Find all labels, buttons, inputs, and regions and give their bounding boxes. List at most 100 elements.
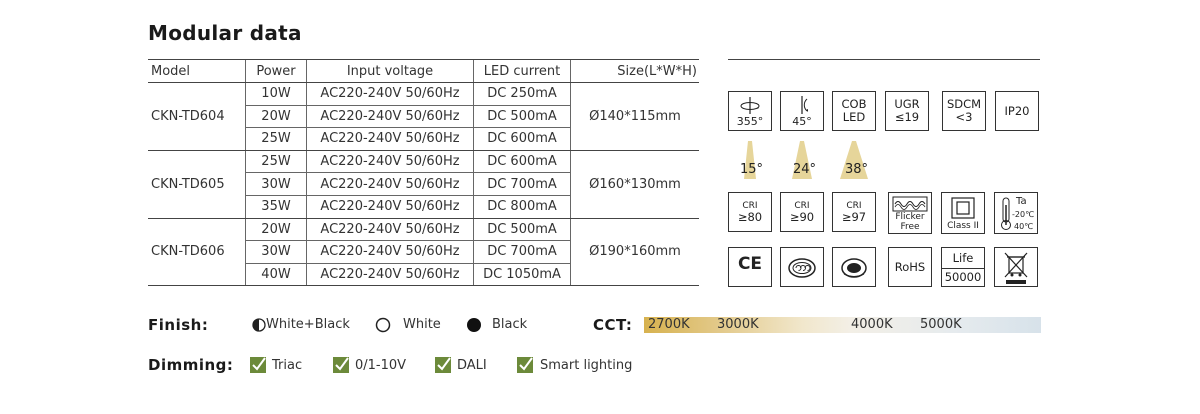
- check-icon: [519, 357, 533, 371]
- table-row: 30W AC220-240V 50/60Hz DC 700mA: [148, 172, 699, 196]
- input-cell: AC220-240V 50/60Hz: [306, 195, 474, 219]
- rotation-angle: 355°: [736, 115, 764, 128]
- cri-90-box: CRI ≥90: [780, 192, 824, 232]
- table-row: 30W AC220-240V 50/60Hz DC 700mA: [148, 240, 699, 264]
- triac-checkbox[interactable]: [250, 357, 266, 373]
- dali-checkbox[interactable]: [435, 357, 451, 373]
- beam-15-label: 15°: [740, 162, 764, 177]
- power-cell: 35W: [245, 195, 307, 219]
- ip-rating-box: IP20: [995, 91, 1039, 131]
- rohs-label: RoHS: [894, 260, 926, 274]
- ccc-icon: [788, 258, 816, 278]
- cct-4000k: 4000K: [851, 317, 893, 332]
- life-label: Life: [952, 251, 974, 265]
- beam-angle-38: 38°: [832, 141, 876, 181]
- power-cell: 25W: [245, 127, 307, 151]
- power-cell: 40W: [245, 263, 307, 287]
- cct-2700k: 2700K: [648, 317, 690, 332]
- icons-top-divider: [728, 59, 1040, 60]
- cri-80-box: CRI ≥80: [728, 192, 772, 232]
- dimming-option-smart-lighting: Smart lighting: [540, 358, 633, 373]
- flicker-wave-icon: [892, 196, 928, 212]
- table-header-row: Model Power Input voltage LED current Si…: [148, 59, 699, 83]
- table-row: 20W AC220-240V 50/60Hz DC 500mA: [148, 105, 699, 129]
- input-cell: AC220-240V 50/60Hz: [306, 240, 474, 264]
- check-icon: [335, 357, 349, 371]
- saa-icon: [841, 258, 867, 278]
- table-row: 35W AC220-240V 50/60Hz DC 800mA: [148, 195, 699, 219]
- header-model: Model: [148, 59, 246, 83]
- weee-bin-icon: [1004, 252, 1028, 284]
- ambient-temp-box: Ta -20℃ 40℃: [994, 192, 1038, 234]
- input-cell: AC220-240V 50/60Hz: [306, 172, 474, 196]
- beam-angle-15: 15°: [728, 141, 772, 181]
- size-cell: Ø160*130mm: [570, 150, 699, 219]
- finish-label: Finish:: [148, 316, 209, 334]
- free-label: Free: [900, 222, 920, 232]
- beam-24-icon: [792, 141, 812, 179]
- half-circle-icon: [252, 318, 266, 332]
- cct-5000k: 5000K: [920, 317, 962, 332]
- size-cell: Ø190*160mm: [570, 218, 699, 287]
- led-cell: DC 700mA: [473, 172, 571, 196]
- tilt-icon: [801, 96, 808, 114]
- cob-label: COB: [841, 97, 867, 111]
- life-box: Life 50000: [941, 247, 985, 287]
- ta-min: -20℃: [1012, 210, 1035, 219]
- led-cell: DC 500mA: [473, 218, 571, 242]
- ugr-box: UGR ≤19: [885, 91, 929, 131]
- input-cell: AC220-240V 50/60Hz: [306, 150, 474, 174]
- saa-mark-box: [832, 247, 876, 287]
- header-input-voltage: Input voltage: [306, 59, 474, 83]
- beam-15-icon: [744, 141, 756, 179]
- analog-dimming-checkbox[interactable]: [333, 357, 349, 373]
- class-ii-box: Class II: [941, 192, 985, 234]
- thermometer-icon: [1001, 197, 1011, 230]
- rotate-icon: [740, 97, 760, 114]
- input-cell: AC220-240V 50/60Hz: [306, 263, 474, 287]
- spec-table: Model Power Input voltage LED current Si…: [148, 59, 699, 287]
- ce-mark-box: CE: [728, 247, 772, 287]
- cob-led-box: COB LED: [832, 91, 876, 131]
- sdcm-value: <3: [955, 110, 973, 124]
- dimming-option-triac: Triac: [272, 358, 303, 373]
- led-cell: DC 600mA: [473, 127, 571, 151]
- rohs-box: RoHS: [888, 247, 932, 287]
- table-row: CKN-TD604 10W AC220-240V 50/60Hz DC 250m…: [148, 82, 699, 151]
- finish-option-white-black[interactable]: White+Black: [266, 317, 350, 332]
- led-label: LED: [842, 110, 866, 124]
- power-cell: 10W: [245, 82, 307, 106]
- flicker-free-box: Flicker Free: [888, 192, 932, 234]
- model-cell: CKN-TD605: [148, 150, 246, 219]
- cri-label: CRI: [742, 201, 758, 211]
- ugr-value: ≤19: [894, 110, 920, 124]
- input-cell: AC220-240V 50/60Hz: [306, 105, 474, 129]
- ugr-label: UGR: [894, 97, 920, 111]
- smart-lighting-checkbox[interactable]: [517, 357, 533, 373]
- class-ii-icon: [951, 197, 975, 219]
- input-cell: AC220-240V 50/60Hz: [306, 218, 474, 242]
- beam-24-label: 24°: [793, 162, 817, 177]
- beam-38-icon: [840, 141, 868, 179]
- dimming-option-dali: DALI: [457, 358, 487, 373]
- dimming-option-0-1-10v: 0/1-10V: [355, 358, 407, 373]
- beam-38-label: 38°: [845, 162, 869, 177]
- table-row: 40W AC220-240V 50/60Hz DC 1050mA: [148, 263, 699, 287]
- cct-label: CCT:: [593, 316, 633, 334]
- power-cell: 20W: [245, 218, 307, 242]
- black-circle-icon: [467, 318, 481, 332]
- header-led-current: LED current: [473, 59, 571, 83]
- cri-value: ≥80: [737, 210, 763, 224]
- cct-3000k: 3000K: [717, 317, 759, 332]
- finish-option-white[interactable]: White: [403, 317, 441, 332]
- size-cell: Ø140*115mm: [570, 82, 699, 151]
- header-size: Size(L*W*H): [570, 59, 699, 83]
- input-cell: AC220-240V 50/60Hz: [306, 127, 474, 151]
- white-circle-icon: [375, 317, 391, 333]
- model-cell: CKN-TD604: [148, 82, 246, 151]
- beam-angle-24: 24°: [780, 141, 824, 181]
- finish-option-black[interactable]: Black: [492, 317, 528, 332]
- check-icon: [252, 357, 266, 371]
- led-cell: DC 700mA: [473, 240, 571, 264]
- input-cell: AC220-240V 50/60Hz: [306, 82, 474, 106]
